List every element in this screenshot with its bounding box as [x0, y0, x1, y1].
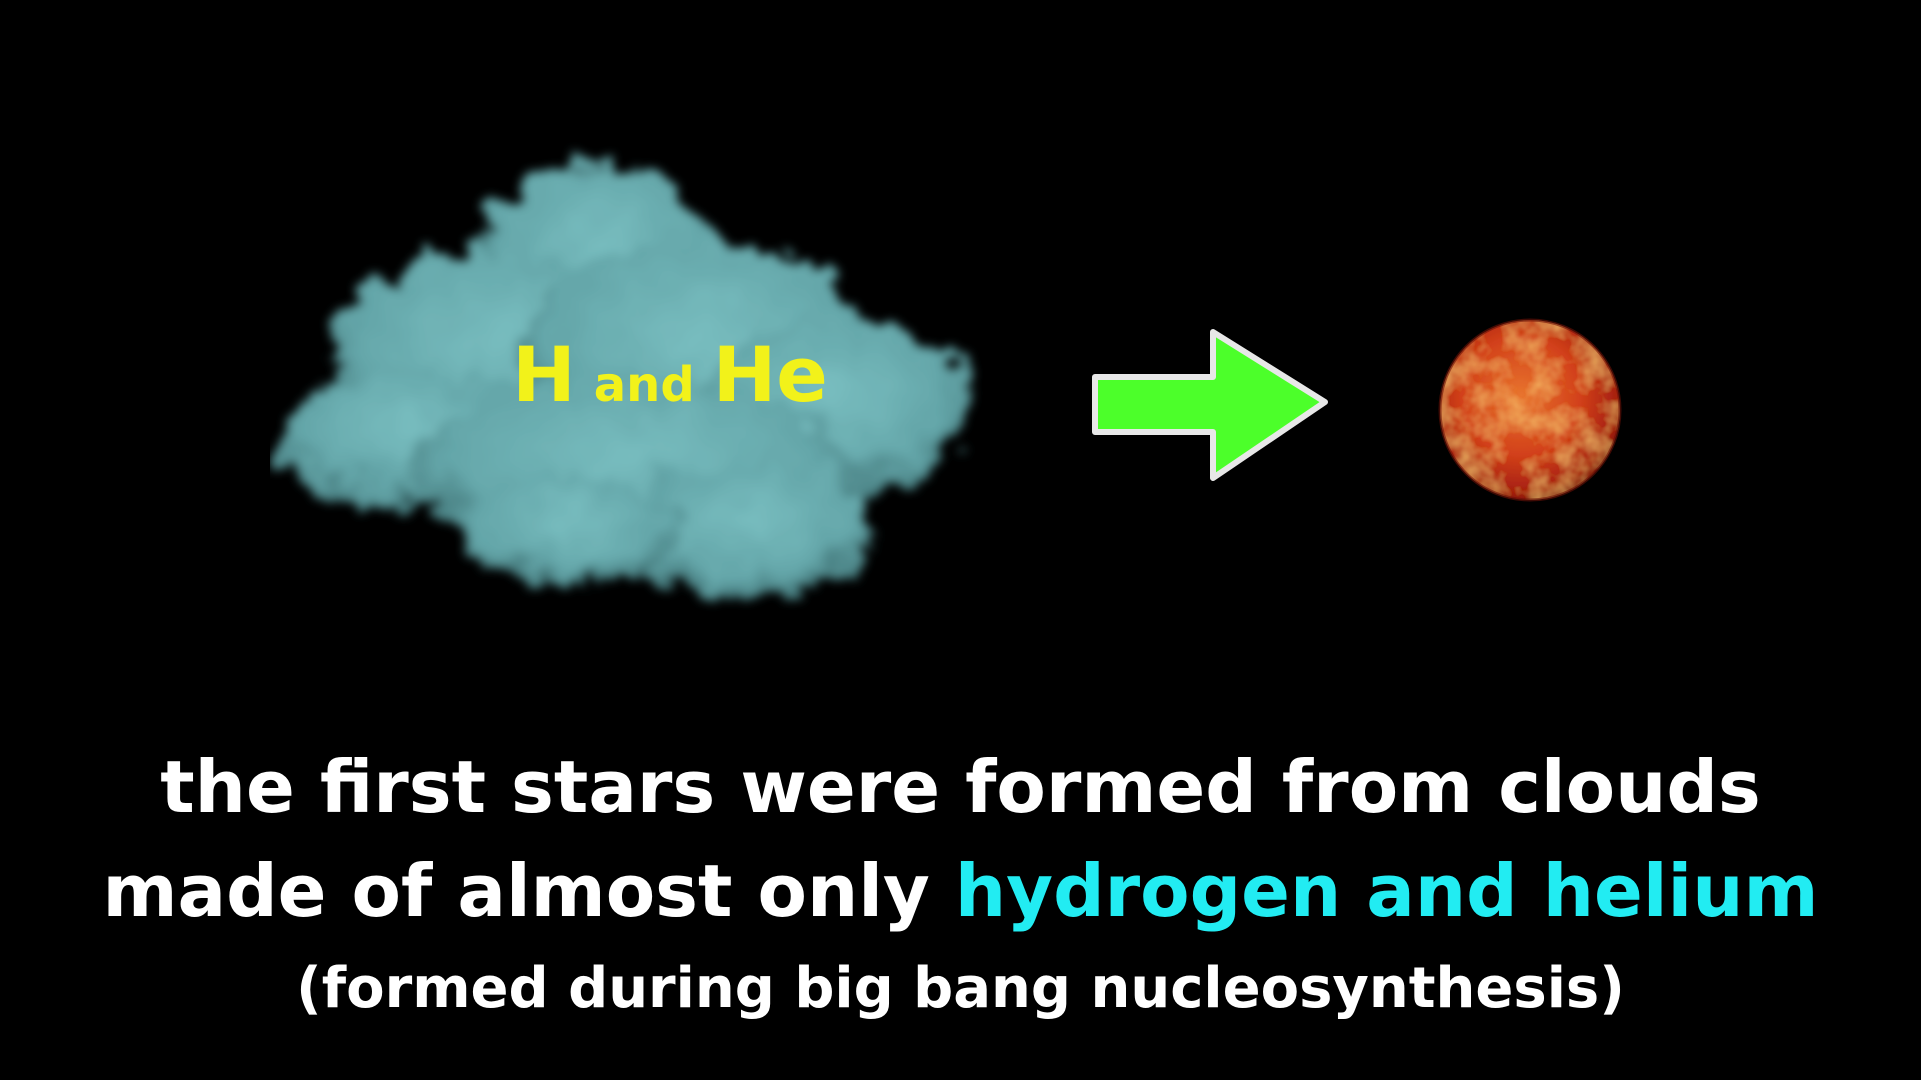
hydrogen-symbol: H: [512, 330, 576, 419]
gas-cloud: [280, 165, 970, 600]
cloud-label: H and He: [470, 330, 870, 430]
right-arrow-icon: [1092, 329, 1328, 481]
caption: the first stars were formed from clouds …: [0, 735, 1921, 1035]
first-star: [1438, 318, 1622, 502]
caption-line-2: made of almost only hydrogen and helium: [0, 839, 1921, 943]
caption-line-1: the first stars were formed from clouds: [160, 745, 1761, 829]
caption-line-3: (formed during big bang nucleosynthesis): [296, 956, 1625, 1021]
caption-highlight: hydrogen and helium: [954, 849, 1819, 933]
and-word: and: [593, 357, 695, 413]
helium-symbol: He: [712, 330, 828, 419]
caption-line-2-plain: made of almost only: [102, 849, 955, 933]
